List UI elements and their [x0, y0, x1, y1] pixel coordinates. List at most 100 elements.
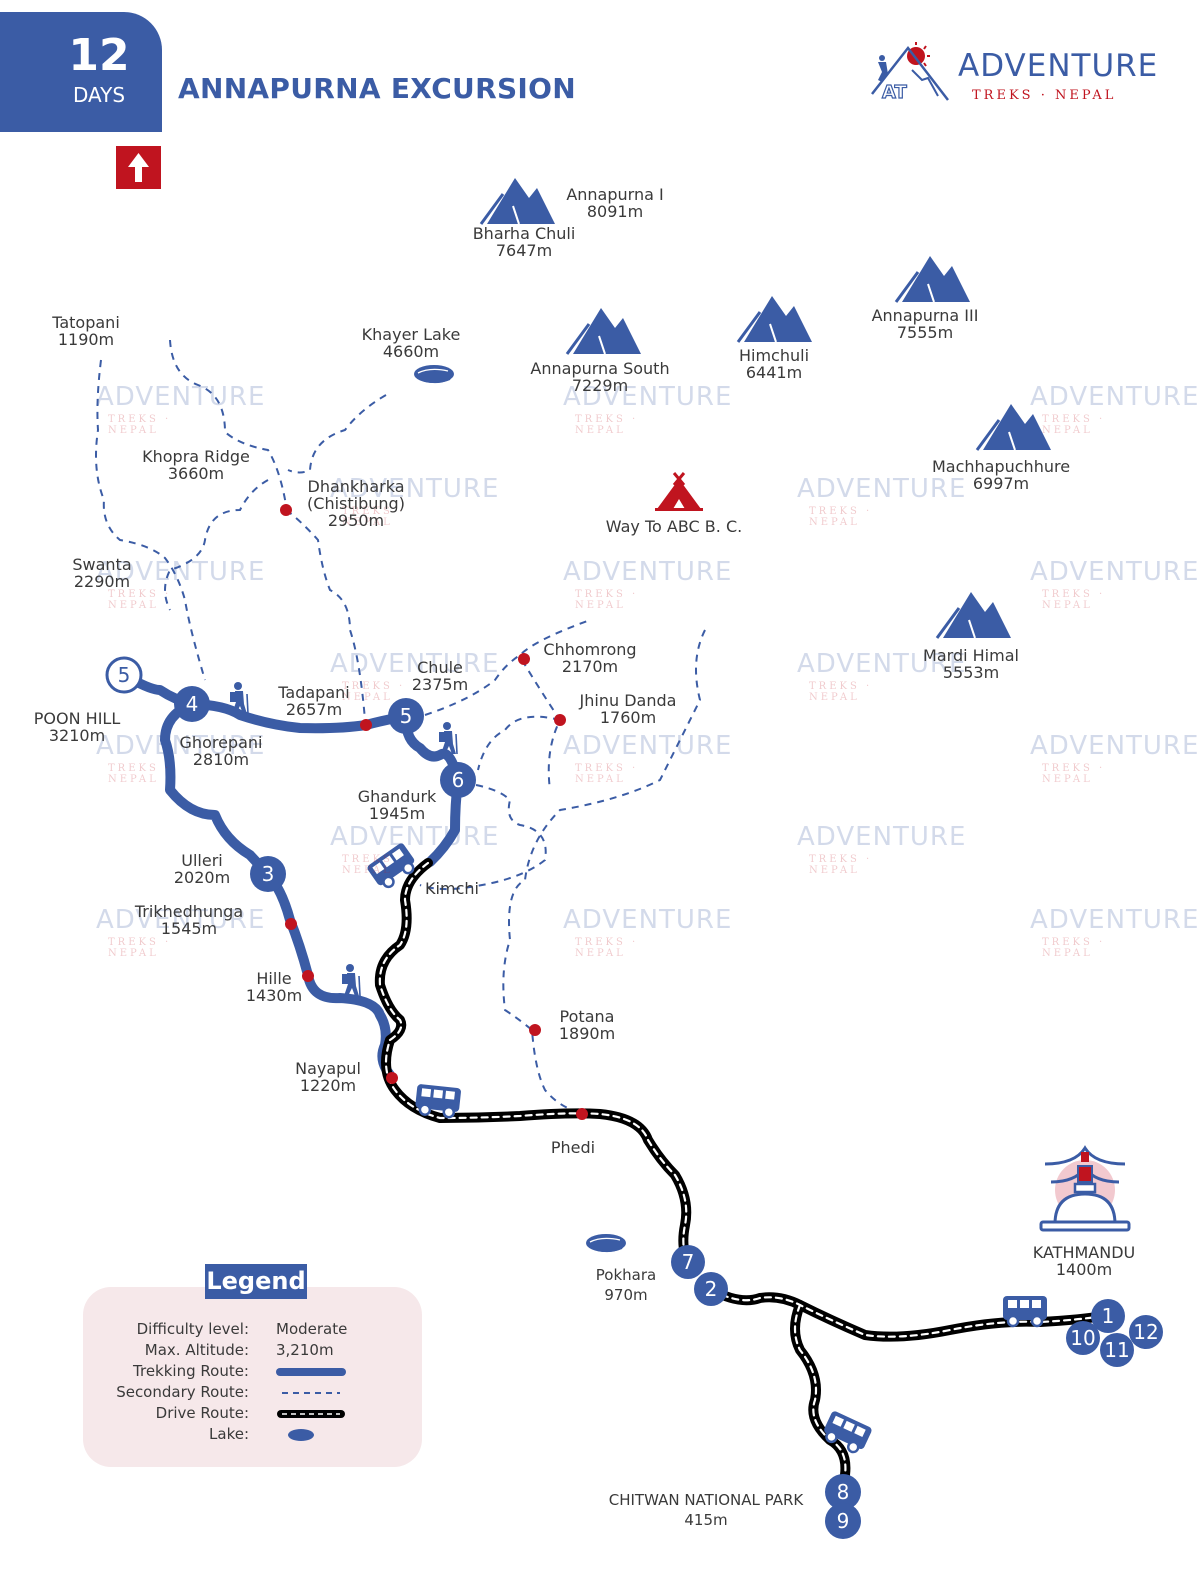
legend-title: Legend — [205, 1264, 307, 1299]
day-marker-5-outline: 5 — [105, 656, 143, 694]
north-arrow-icon — [116, 146, 161, 189]
brand-logo: AT ADVENTURE TREKS · NEPAL — [868, 40, 1157, 110]
day-marker-4: 4 — [174, 686, 210, 722]
day-marker-10: 10 — [1066, 1321, 1100, 1355]
day-marker-2: 2 — [694, 1272, 728, 1306]
day-marker-8: 8 — [825, 1474, 861, 1510]
svg-text:9: 9 — [837, 1509, 850, 1533]
legend-row-drive-route: Drive Route: — [83, 1404, 422, 1425]
page-title: ANNAPURNA EXCURSION — [178, 72, 576, 105]
svg-text:7: 7 — [682, 1250, 695, 1274]
day-markers: 5 4 5 6 3 7 2 1 10 11 12 8 9 — [105, 656, 1163, 1539]
svg-text:8: 8 — [837, 1480, 850, 1504]
place-label-phedi: Phedi — [550, 1138, 596, 1157]
days-number: 12 — [68, 30, 130, 81]
svg-text:5: 5 — [118, 663, 131, 687]
tent-icon — [655, 472, 703, 511]
svg-text:1: 1 — [1102, 1304, 1115, 1328]
logo-wordmark: ADVENTURE — [958, 48, 1159, 84]
place-label-kimchi: Kimchi — [425, 879, 479, 898]
lake-icon — [585, 1233, 627, 1253]
day-marker-12: 12 — [1129, 1315, 1163, 1349]
svg-text:11: 11 — [1104, 1338, 1129, 1362]
day-marker-11: 11 — [1100, 1333, 1134, 1367]
svg-text:2: 2 — [705, 1277, 718, 1301]
svg-text:10: 10 — [1070, 1326, 1095, 1350]
day-marker-6: 6 — [440, 762, 476, 798]
hiker-icon — [341, 963, 361, 997]
svg-text:5: 5 — [400, 704, 413, 728]
stop-dots — [280, 504, 588, 1120]
days-badge: 12 DAYS — [0, 12, 162, 132]
place-label-way-to-abc: Way To ABC B. C. — [605, 517, 743, 536]
mountain-icon — [736, 294, 814, 344]
drive-route — [374, 858, 1115, 1498]
mountain-icon — [894, 254, 972, 304]
svg-text:4: 4 — [186, 692, 199, 716]
bus-icon — [819, 1408, 875, 1458]
mountain-climber-sun-icon: AT — [871, 42, 949, 104]
mountain-icon — [479, 176, 557, 226]
legend: Difficulty level: Moderate Max. Altitude… — [83, 1287, 422, 1467]
drive-route-swatch — [277, 1410, 345, 1418]
secondary-route-swatch — [282, 1392, 340, 1394]
lake-icon — [288, 1429, 314, 1441]
trekking-route-swatch — [276, 1368, 346, 1376]
legend-row-max-altitude: Max. Altitude: 3,210m — [144, 1341, 334, 1359]
legend-row-difficulty: Difficulty level: Moderate — [136, 1320, 348, 1338]
stupa-icon — [1039, 1145, 1131, 1232]
mountain-icon — [565, 306, 643, 356]
day-marker-5: 5 — [388, 698, 424, 734]
svg-text:6: 6 — [452, 768, 465, 792]
logo-subtitle: TREKS · NEPAL — [972, 88, 1117, 103]
place-label-dhankharka: Dhankharka(Chistibung)2950m — [307, 477, 405, 530]
day-marker-1: 1 — [1091, 1299, 1125, 1333]
day-marker-7: 7 — [671, 1245, 705, 1279]
day-marker-9: 9 — [825, 1503, 861, 1539]
svg-text:AT: AT — [882, 82, 908, 103]
